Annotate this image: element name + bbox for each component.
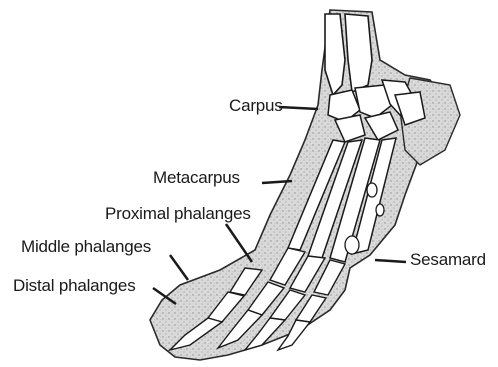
label-middle-phalanges: Middle phalanges: [21, 238, 151, 256]
label-distal-phalanges: Distal phalanges: [13, 277, 136, 295]
carpus-leader: [279, 107, 318, 109]
middle-leader: [170, 255, 188, 280]
label-proximal-phalanges: Proximal phalanges: [105, 205, 251, 223]
sesamard-leader: [375, 260, 406, 262]
label-metacarpus: Metacarpus: [153, 169, 240, 187]
label-sesamard: Sesamard: [410, 251, 486, 269]
proximal-leader: [226, 224, 252, 262]
label-carpus: Carpus: [229, 97, 283, 115]
